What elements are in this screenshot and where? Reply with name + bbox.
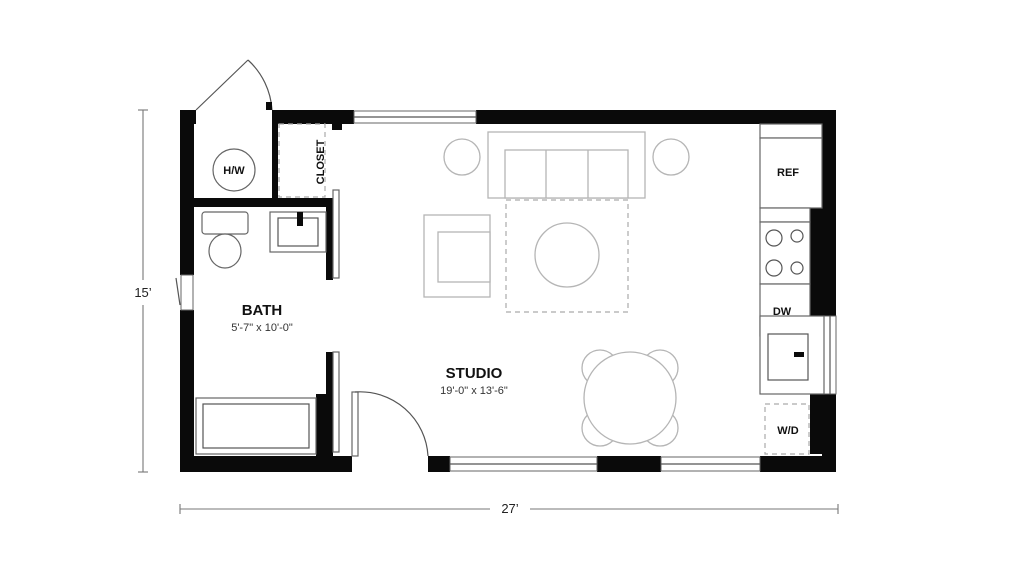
window-left (180, 274, 194, 311)
width-label: 27’ (501, 501, 518, 516)
refrigerator (759, 137, 823, 209)
studio-size: 19'-0" x 13'-6" (440, 385, 508, 397)
bath-size: 5'-7" x 10'-0" (231, 322, 293, 334)
closet-label: CLOSET (315, 139, 327, 184)
width-dimension: 27’ (179, 501, 839, 516)
refrigerator-label: REF (777, 167, 799, 179)
kitchen: REF DW W/D (759, 123, 825, 455)
side-table-right (652, 138, 690, 176)
sink (767, 333, 809, 381)
water-heater-label: H/W (223, 165, 245, 177)
entry-door (195, 59, 273, 111)
living-furniture (423, 131, 690, 313)
height-label: 15’ (134, 285, 151, 300)
coffee-table (534, 222, 600, 288)
studio-name: STUDIO (446, 365, 503, 382)
cooktop (759, 221, 811, 285)
water-heater: H/W (212, 148, 256, 192)
interior-walls (194, 122, 342, 456)
exterior-walls (180, 110, 836, 472)
windows (175, 110, 837, 472)
closet: CLOSET (278, 123, 327, 198)
bath-name: BATH (242, 302, 283, 319)
washer-dryer-label: W/D (777, 425, 798, 437)
dishwasher-label: DW (773, 306, 792, 318)
toilet-bowl (208, 233, 242, 269)
bathtub (195, 397, 317, 455)
washer-dryer (764, 403, 810, 455)
sink-counter (759, 315, 825, 395)
bath-door (332, 189, 340, 453)
side-table-left (443, 138, 481, 176)
front-door (351, 391, 429, 457)
dining-table (583, 351, 677, 445)
height-dimension: 15’ (134, 109, 152, 473)
counter-top (759, 123, 823, 139)
bath-fixtures (195, 211, 327, 455)
toilet-tank (201, 211, 249, 235)
water-heater-tank (212, 148, 256, 192)
dining-set (581, 349, 679, 447)
